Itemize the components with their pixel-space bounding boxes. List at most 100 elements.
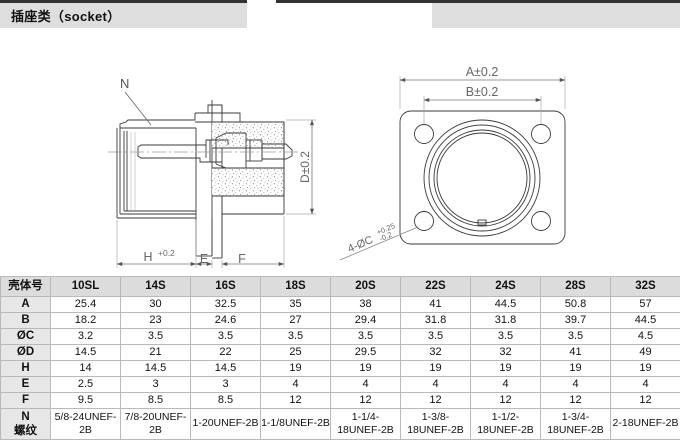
shell-ring-mid <box>429 125 535 231</box>
cell: 9.5 <box>51 393 121 409</box>
column-header: 16S <box>191 277 261 297</box>
cell: 3.2 <box>51 329 121 345</box>
shell-ring-inner <box>434 130 530 226</box>
shell-bore <box>437 133 527 223</box>
table-row: A 25.4 30 32.5 35 38 41 44.5 50.8 57 <box>1 297 680 313</box>
cell: 2-18UNEF-2B <box>611 409 680 440</box>
cell: 14 <box>51 361 121 377</box>
cell: 44.5 <box>611 313 680 329</box>
label-f-dim: F <box>238 252 246 266</box>
cell: 19 <box>261 361 331 377</box>
table-row: H 14 14.5 14.5 19 19 19 19 19 19 <box>1 361 680 377</box>
cell: 41 <box>541 345 611 361</box>
cell: 50.8 <box>541 297 611 313</box>
cell: 35 <box>261 297 331 313</box>
cell: 3.5 <box>471 329 541 345</box>
row-label: F <box>1 393 51 409</box>
table-corner-label: 壳体号 <box>1 277 51 297</box>
mount-hole-br <box>532 212 551 231</box>
spec-table: 壳体号 10SL 14S 16S 18S 20S 22S 24S 28S 32S… <box>0 276 680 440</box>
cell: 23 <box>121 313 191 329</box>
cell: 8.5 <box>191 393 261 409</box>
table-row: ØD 14.5 21 22 25 29.5 32 32 41 49 <box>1 345 680 361</box>
cell: 29.4 <box>331 313 401 329</box>
cell: 3 <box>191 377 261 393</box>
header-title-block: 插座类（socket） <box>0 3 247 28</box>
header-blank-block <box>432 3 680 28</box>
cell: 41 <box>401 297 471 313</box>
column-header: 22S <box>401 277 471 297</box>
cell: 3.5 <box>191 329 261 345</box>
column-header: 18S <box>261 277 331 297</box>
table-header-row: 壳体号 10SL 14S 16S 18S 20S 22S 24S 28S 32S <box>1 277 680 297</box>
table-row: F 9.5 8.5 8.5 12 12 12 12 12 12 <box>1 393 680 409</box>
cell: 22 <box>191 345 261 361</box>
label-b-dim: B±0.2 <box>466 85 499 99</box>
cell: 4.5 <box>611 329 680 345</box>
right-front-drawing: A±0.2 B±0.2 4-ØC +0.25 -0.2 <box>340 65 565 260</box>
cell: 3.5 <box>331 329 401 345</box>
mount-hole-tr <box>532 125 551 144</box>
cell: 4 <box>261 377 331 393</box>
cell: 21 <box>121 345 191 361</box>
cell: 25 <box>261 345 331 361</box>
cell: 25.4 <box>51 297 121 313</box>
page-header: 插座类（socket） <box>0 0 680 28</box>
row-label: ØC <box>1 329 51 345</box>
label-e-dim: E <box>200 252 208 266</box>
cell: 14.5 <box>191 361 261 377</box>
mount-hole-tl <box>415 125 434 144</box>
label-h-dim: H <box>143 250 152 264</box>
cell: 29.5 <box>331 345 401 361</box>
table-row: ØC 3.2 3.5 3.5 3.5 3.5 3.5 3.5 3.5 4.5 <box>1 329 680 345</box>
label-d-dim: D±0.2 <box>298 151 312 183</box>
left-section-drawing: N D±0.2 H +0.2 E F <box>108 76 316 268</box>
cell: 32 <box>401 345 471 361</box>
column-header: 14S <box>121 277 191 297</box>
cell: 19 <box>401 361 471 377</box>
cell: 4 <box>401 377 471 393</box>
row-label: H <box>1 361 51 377</box>
cell: 12 <box>261 393 331 409</box>
technical-drawings: N D±0.2 H +0.2 E F <box>0 28 680 273</box>
shell-ring-outer <box>424 120 540 236</box>
cell: 32 <box>471 345 541 361</box>
cell: 2.5 <box>51 377 121 393</box>
label-a-dim: A±0.2 <box>466 65 499 79</box>
column-header: 32S <box>611 277 680 297</box>
column-header: 28S <box>541 277 611 297</box>
row-label: A <box>1 297 51 313</box>
cell: 1-3/8-18UNEF-2B <box>401 409 471 440</box>
column-header: 10SL <box>51 277 121 297</box>
cell: 31.8 <box>471 313 541 329</box>
label-hole-callout: 4-ØC <box>346 234 375 255</box>
cell: 1-1/2-18UNEF-2B <box>471 409 541 440</box>
cell: 4 <box>471 377 541 393</box>
row-label: ØD <box>1 345 51 361</box>
cell: 27 <box>261 313 331 329</box>
cell: 30 <box>121 297 191 313</box>
label-n: N <box>120 76 129 91</box>
cell: 12 <box>331 393 401 409</box>
cell: 1-3/4-18UNEF-2B <box>541 409 611 440</box>
cell: 12 <box>471 393 541 409</box>
cell: 7/8-20UNEF-2B <box>121 409 191 440</box>
cell: 5/8-24UNEF-2B <box>51 409 121 440</box>
column-header: 20S <box>331 277 401 297</box>
cell: 49 <box>611 345 680 361</box>
cell: 32.5 <box>191 297 261 313</box>
cell: 19 <box>611 361 680 377</box>
thread-label-cn: 螺纹 <box>1 424 50 438</box>
cell: 14.5 <box>121 361 191 377</box>
cell: 18.2 <box>51 313 121 329</box>
spec-table-container: 壳体号 10SL 14S 16S 18S 20S 22S 24S 28S 32S… <box>0 276 680 440</box>
table-row: B 18.2 23 24.6 27 29.4 31.8 31.8 39.7 44… <box>1 313 680 329</box>
cell: 3.5 <box>401 329 471 345</box>
cell: 3.5 <box>541 329 611 345</box>
row-label: B <box>1 313 51 329</box>
cell: 38 <box>331 297 401 313</box>
cell: 3.5 <box>121 329 191 345</box>
label-h-tol: +0.2 <box>158 248 175 258</box>
row-label-thread: N 螺纹 <box>1 409 51 440</box>
cell: 1-20UNEF-2B <box>191 409 261 440</box>
